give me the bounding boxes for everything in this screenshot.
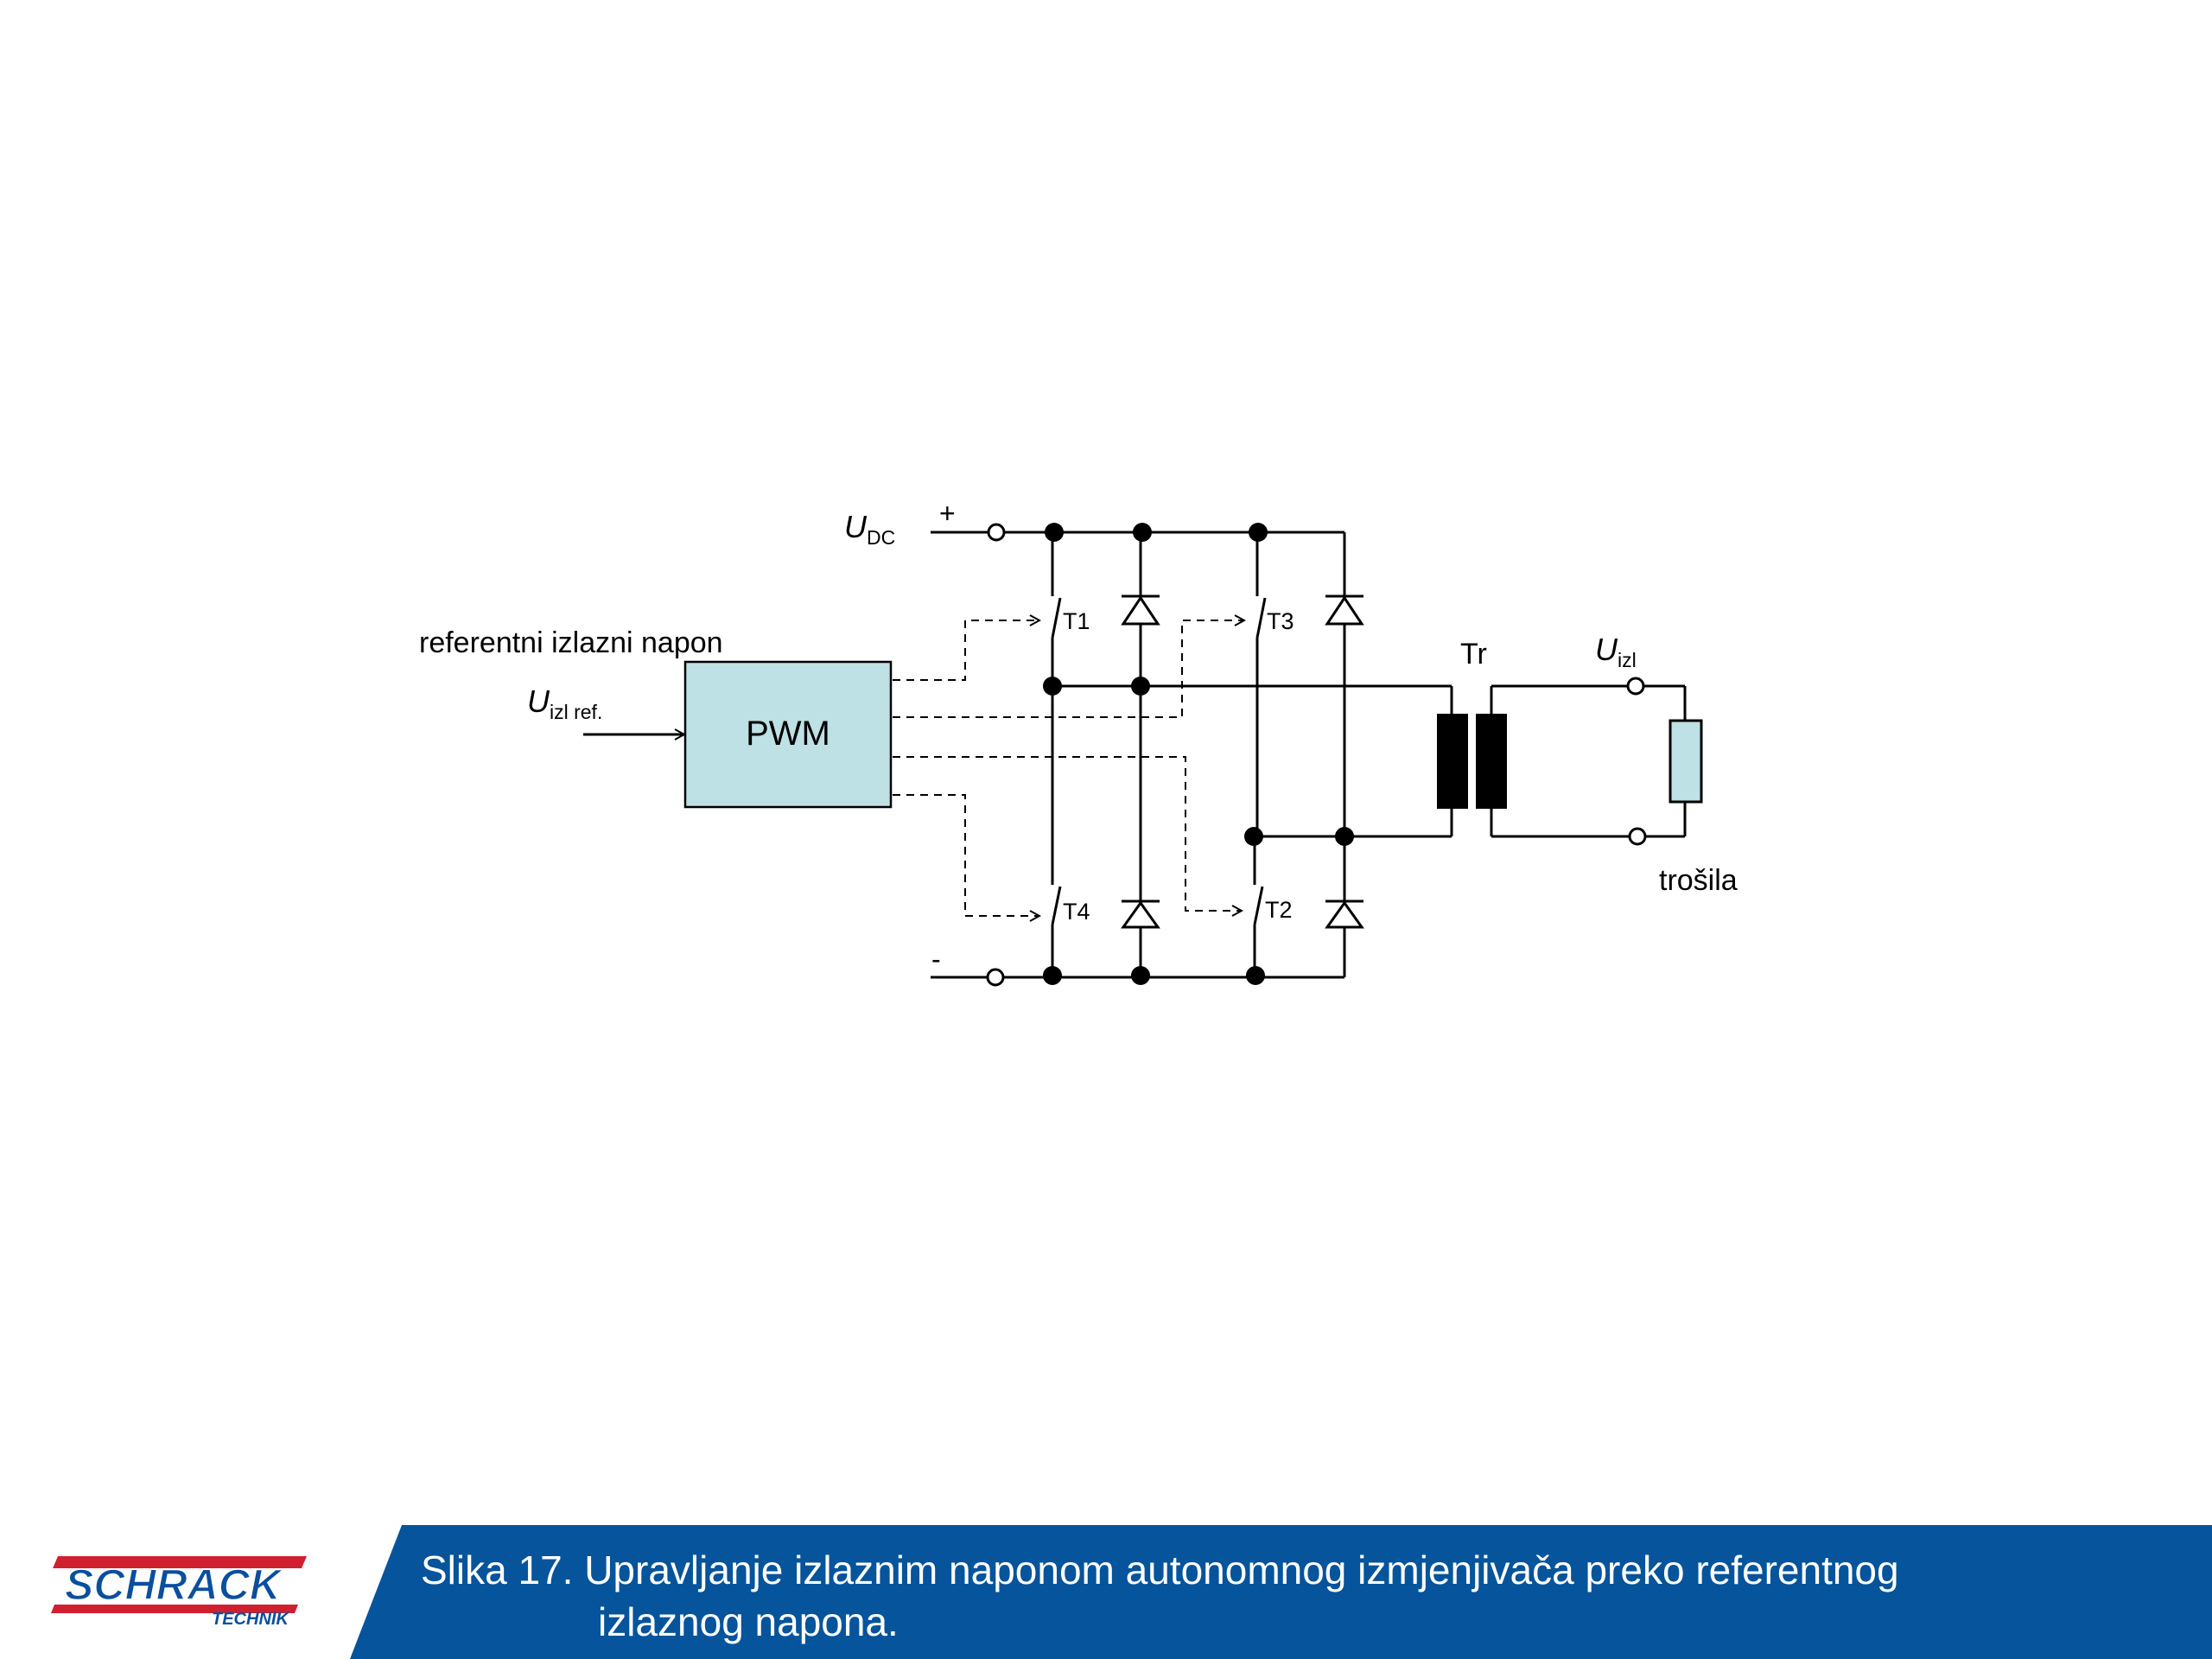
logo-sub-text: TECHNIK bbox=[212, 1610, 289, 1627]
footer-background bbox=[350, 1525, 2212, 1659]
transformer-primary bbox=[1437, 714, 1468, 809]
output-terminal-bottom bbox=[1628, 827, 1647, 846]
diode-d3 bbox=[1325, 594, 1364, 626]
reference-voltage-label: referentni izlazni napon bbox=[419, 626, 723, 659]
switch-t1-label: T1 bbox=[1063, 608, 1090, 634]
positive-terminal bbox=[987, 523, 1006, 542]
footer-bar: SCHRACK TECHNIK Slika 17. Upravljanje iz… bbox=[0, 1525, 2212, 1659]
gate-control-lines bbox=[893, 620, 1244, 916]
figure-caption: Slika 17. Upravljanje izlaznim naponom a… bbox=[421, 1544, 2149, 1648]
caption-line-2: izlaznog napona. bbox=[598, 1599, 899, 1644]
gate-line-t4 bbox=[893, 794, 1039, 916]
switch-t1-blade bbox=[1051, 597, 1062, 639]
switch-t3-blade bbox=[1255, 597, 1267, 639]
transformer-secondary bbox=[1476, 714, 1507, 809]
switch-t4-blade bbox=[1051, 886, 1062, 925]
transformer bbox=[1437, 684, 1687, 838]
switch-t2-label: T2 bbox=[1265, 897, 1293, 923]
gate-line-t1 bbox=[893, 620, 1039, 681]
inverter-circuit-diagram: referentni izlazni napon Uizl ref. PWM U… bbox=[419, 498, 1738, 987]
negative-terminal bbox=[986, 968, 1005, 987]
switch-t2-blade bbox=[1253, 886, 1264, 925]
diode-d2 bbox=[1325, 899, 1364, 929]
gate-line-t2 bbox=[893, 756, 1242, 911]
gate-line-t3 bbox=[893, 620, 1244, 718]
schrack-logo: SCHRACK TECHNIK bbox=[48, 1549, 324, 1629]
load-resistor bbox=[1669, 719, 1703, 804]
switch-t3-label: T3 bbox=[1267, 608, 1294, 634]
caption-line-1: Slika 17. Upravljanje izlaznim naponom a… bbox=[421, 1548, 1899, 1592]
pwm-label: PWM bbox=[746, 715, 830, 753]
output-voltage-symbol: Uizl bbox=[1595, 632, 1637, 671]
transformer-label: Tr bbox=[1460, 638, 1487, 671]
positive-label: + bbox=[939, 498, 956, 529]
supply-voltage-symbol: UDC bbox=[844, 509, 895, 549]
logo-main-text: SCHRACK bbox=[65, 1560, 284, 1609]
bridge-outputs bbox=[1052, 684, 1453, 838]
reference-voltage-symbol: Uizl ref. bbox=[527, 683, 602, 723]
load-label: trošila bbox=[1659, 864, 1738, 897]
diode-d1 bbox=[1121, 594, 1160, 626]
diode-d4 bbox=[1121, 899, 1160, 929]
switch-t4-label: T4 bbox=[1063, 899, 1090, 925]
junctions bbox=[1043, 523, 1354, 985]
negative-label: - bbox=[931, 944, 941, 975]
output-terminal-top bbox=[1626, 677, 1645, 696]
pwm-block bbox=[683, 660, 893, 809]
